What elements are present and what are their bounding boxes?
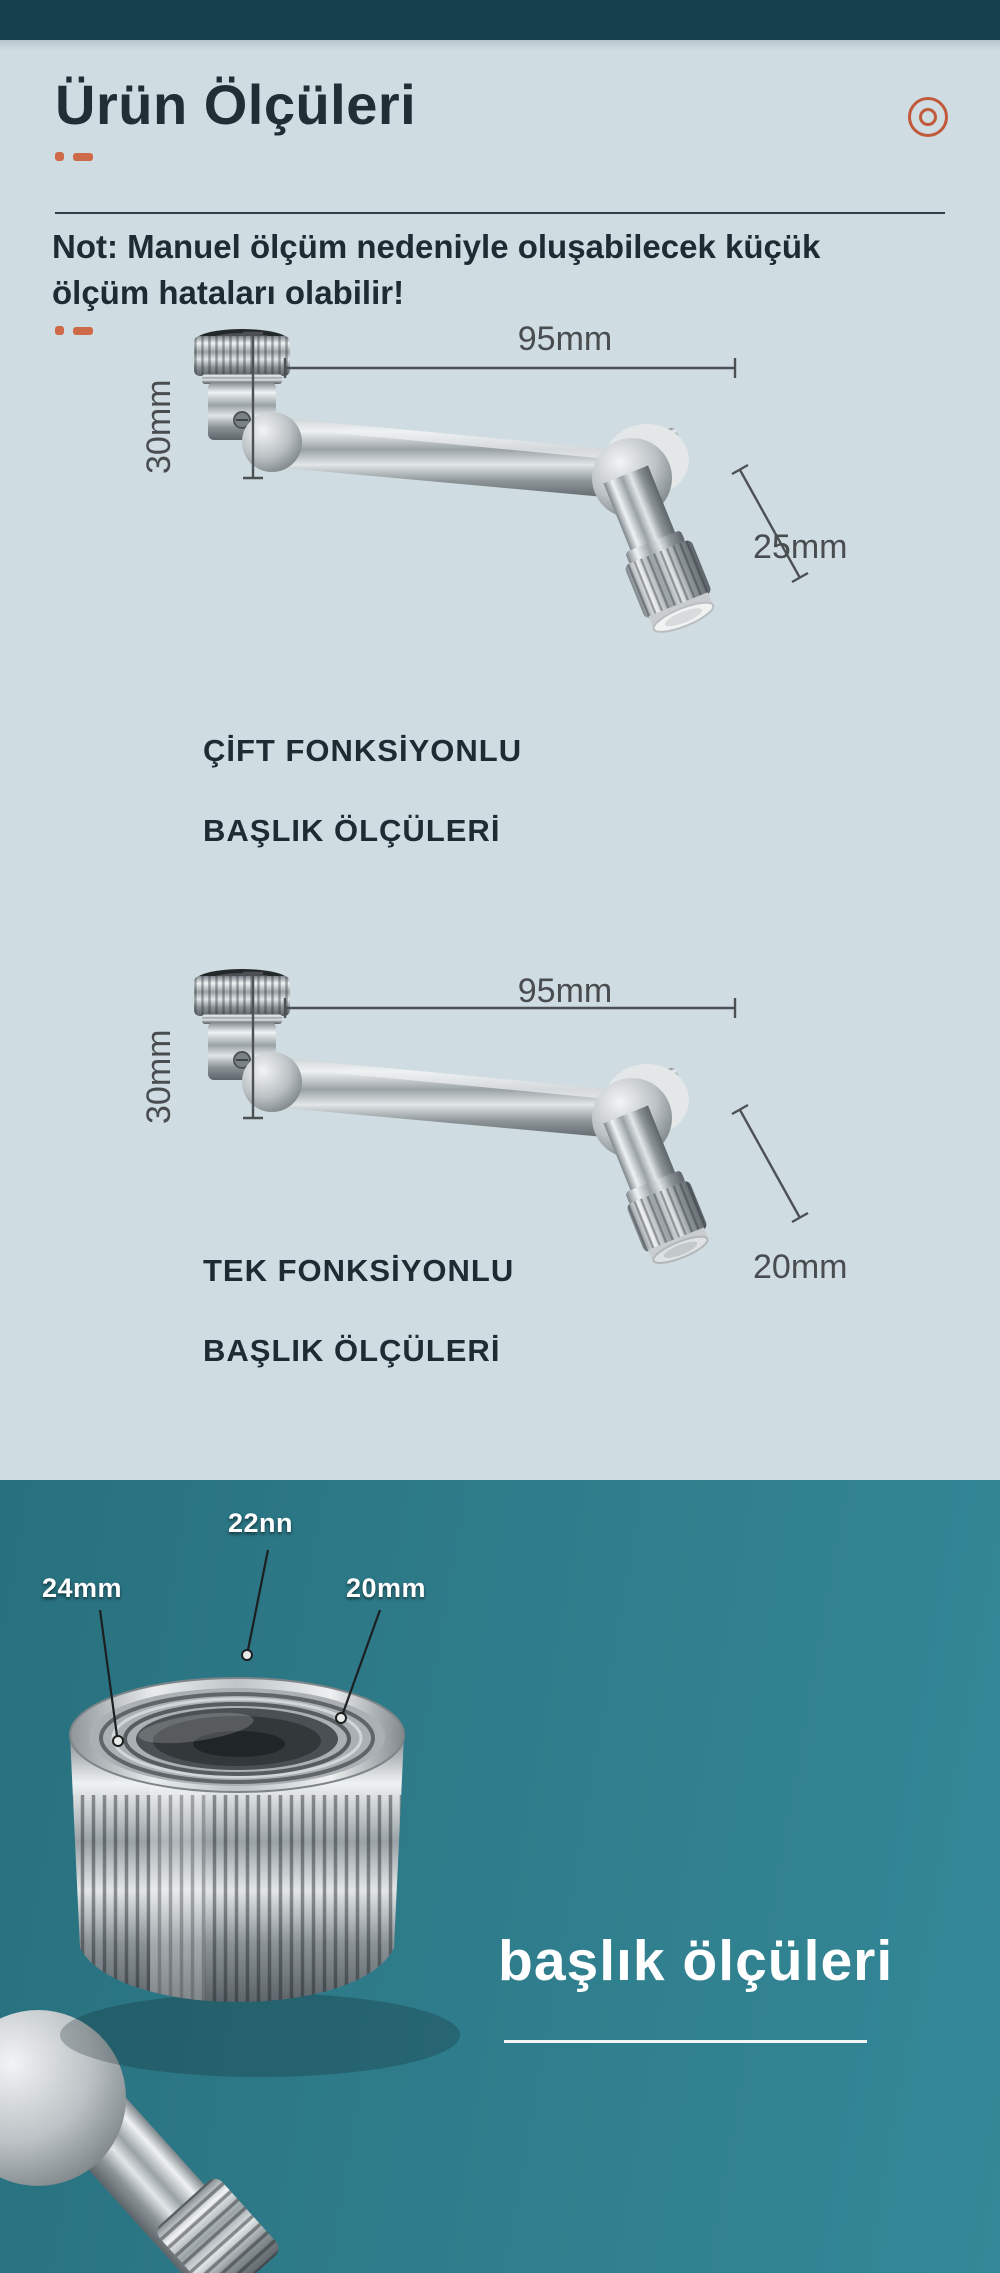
faucet-illustration xyxy=(194,969,709,1264)
top-bar xyxy=(0,0,1000,40)
single-head-dimension: 20mm xyxy=(753,1248,848,1286)
bullseye-icon xyxy=(908,97,948,137)
closeup-label-top: 22nn xyxy=(228,1508,294,1538)
single-height-dimension: 30mm xyxy=(140,1029,178,1124)
accent-dot-icon xyxy=(55,152,64,161)
dual-caption-line-1: ÇİFT FONKSİYONLU xyxy=(203,733,523,768)
dimension-lines xyxy=(243,971,809,1224)
leader-endpoints xyxy=(112,1649,347,1747)
closeup-label-left: 24mm xyxy=(42,1573,123,1603)
dual-width-dimension: 95mm xyxy=(517,320,613,358)
single-head-diagram xyxy=(194,969,809,1264)
note-line-2: ölçüm hataları olabilir! xyxy=(52,274,405,311)
dual-height-dimension: 30mm xyxy=(140,379,178,474)
leader-lines xyxy=(98,1549,382,1737)
dimension-lines xyxy=(243,331,809,584)
closeup-title: başlık ölçüleri xyxy=(498,1929,894,1993)
accent-dot-icon xyxy=(55,326,64,335)
single-caption-line-1: TEK FONKSİYONLU xyxy=(203,1253,515,1288)
page-title: Ürün Ölçüleri xyxy=(55,73,417,136)
faucet-illustration xyxy=(194,329,715,633)
top-bar-shadow xyxy=(0,40,1000,50)
single-caption-line-2: BAŞLIK ÖLÇÜLERİ xyxy=(203,1333,501,1368)
bullseye-inner-ring xyxy=(919,108,937,126)
dual-head-diagram xyxy=(194,329,809,633)
closeup-label-right: 20mm xyxy=(346,1573,427,1603)
divider-line xyxy=(55,212,945,214)
closeup-photo xyxy=(0,1549,460,2273)
accent-marks-middle xyxy=(55,326,93,335)
single-width-dimension: 95mm xyxy=(517,972,613,1010)
accent-dash-icon xyxy=(73,152,93,161)
closeup-underline xyxy=(504,2040,867,2043)
accent-dash-icon xyxy=(73,326,93,335)
aerator-closeup xyxy=(60,1677,460,2077)
note-line-1: Not: Manuel ölçüm nedeniyle oluşabilecek… xyxy=(52,228,821,265)
accent-marks-top xyxy=(55,152,93,161)
dual-caption-line-2: BAŞLIK ÖLÇÜLERİ xyxy=(203,813,501,848)
closeup-arm xyxy=(0,2010,279,2273)
dual-head-dimension: 25mm xyxy=(753,528,848,566)
